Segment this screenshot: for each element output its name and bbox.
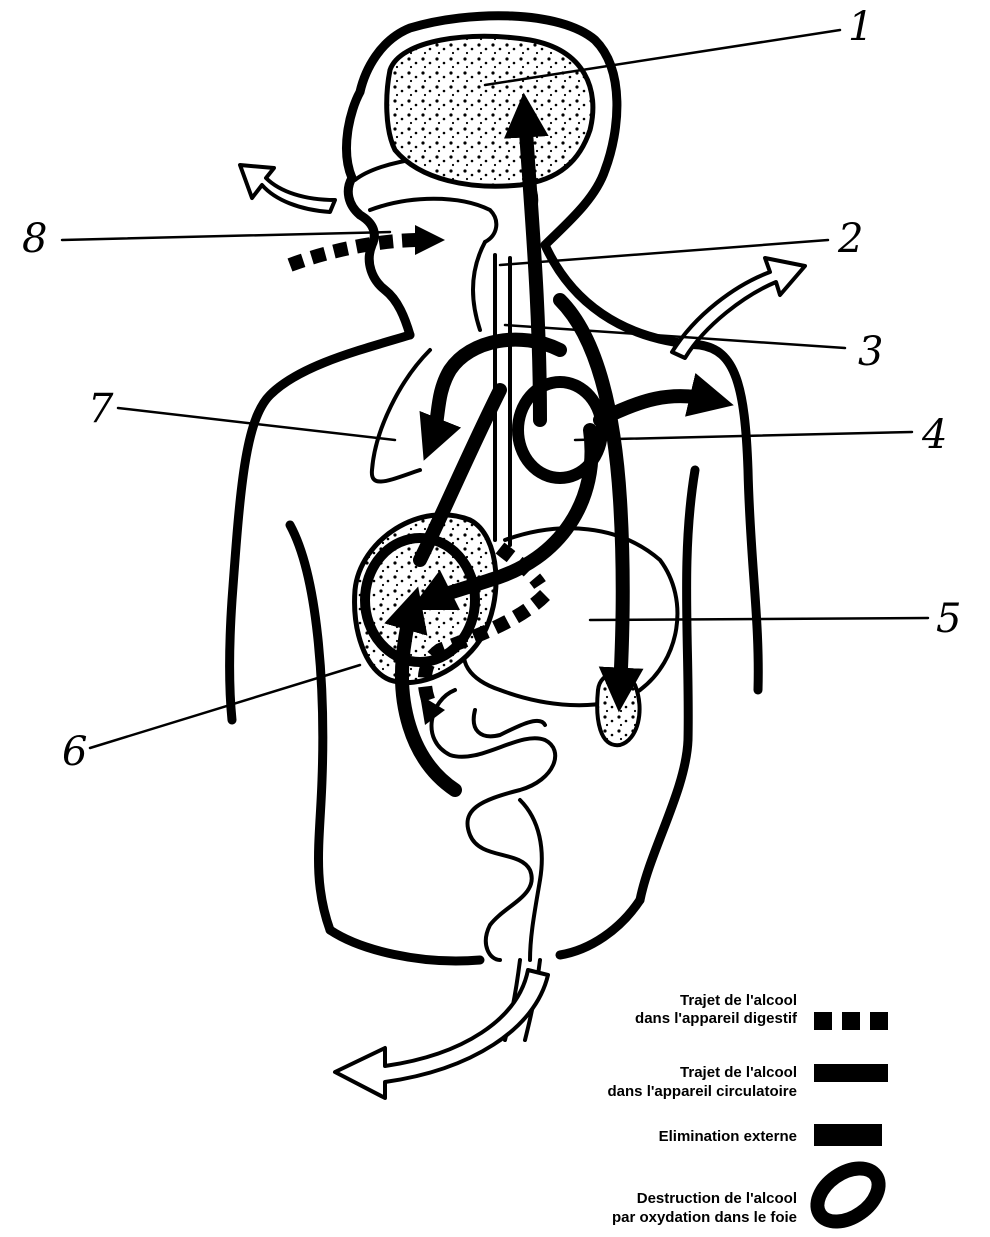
leader-line-8 bbox=[62, 232, 390, 240]
label-5: 5 bbox=[936, 596, 961, 642]
elimination-arrows bbox=[240, 165, 805, 1098]
circulatory-path bbox=[402, 115, 712, 790]
legend-digestive-swatch bbox=[814, 1012, 888, 1030]
leader-line-5 bbox=[590, 618, 928, 620]
label-3: 3 bbox=[858, 329, 883, 375]
legend-destruction-line1: Destruction de l'alcool bbox=[637, 1190, 797, 1207]
legend-digestive-line2: dans l'appareil digestif bbox=[635, 1010, 798, 1027]
legend-elimination: Elimination externe bbox=[659, 1128, 797, 1145]
brain bbox=[387, 36, 593, 186]
legend-elimination-swatch bbox=[814, 1124, 882, 1146]
label-6: 6 bbox=[62, 729, 87, 775]
legend-oxidation-ring-icon bbox=[808, 1157, 889, 1232]
label-4: 4 bbox=[921, 412, 947, 458]
label-2: 2 bbox=[837, 216, 863, 262]
label-8: 8 bbox=[22, 216, 47, 262]
label-1: 1 bbox=[848, 4, 873, 50]
legend: Trajet de l'alcool dans l'appareil diges… bbox=[608, 992, 889, 1233]
legend-destruction-line2: par oxydation dans le foie bbox=[612, 1209, 797, 1226]
legend-circulatory-line1: Trajet de l'alcool bbox=[680, 1064, 797, 1081]
label-7: 7 bbox=[88, 386, 114, 432]
legend-digestive-line1: Trajet de l'alcool bbox=[680, 992, 797, 1009]
digestive-arrowhead-mouth bbox=[415, 225, 445, 255]
legend-circulatory-swatch bbox=[814, 1064, 888, 1082]
legend-circulatory-line2: dans l'appareil circulatoire bbox=[608, 1083, 797, 1100]
